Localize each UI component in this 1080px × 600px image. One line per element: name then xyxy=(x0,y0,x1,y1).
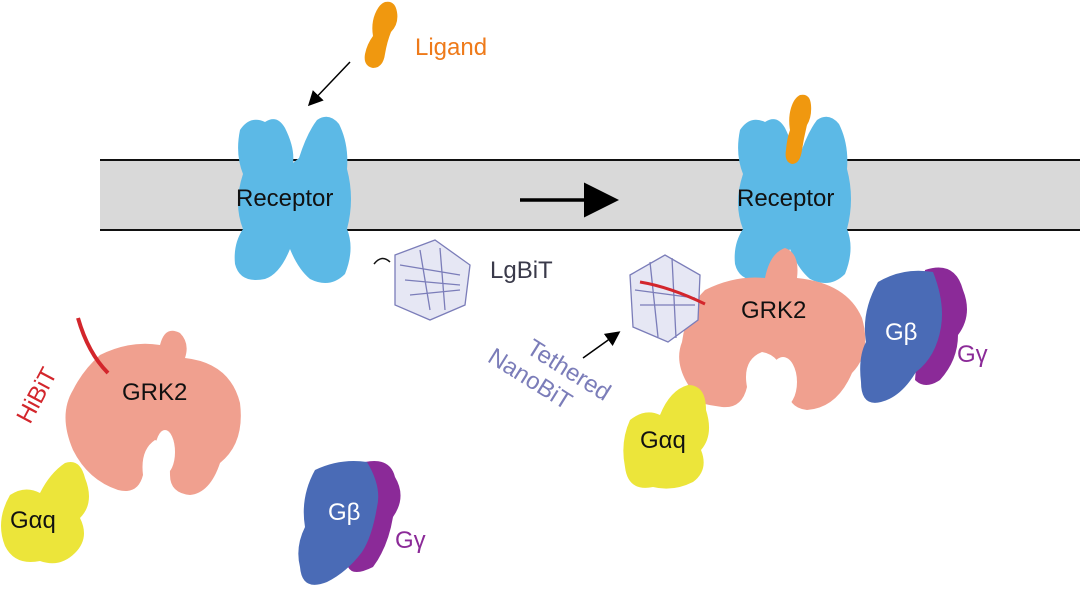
grk2-left-shape xyxy=(65,330,241,495)
grk2-left-label: GRK2 xyxy=(122,379,187,406)
grk2-right-label: GRK2 xyxy=(741,297,806,324)
ggamma-right-label: Gγ xyxy=(957,341,988,368)
galphaq-right-shape xyxy=(623,385,710,489)
ggamma-left-label: Gγ xyxy=(395,527,426,554)
gbeta-right-shape xyxy=(860,270,942,403)
galphaq-left-shape xyxy=(1,462,89,564)
galphaq-left-label: Gαq xyxy=(10,507,56,534)
tethered-nanobit-label: Tethered NanoBiT xyxy=(483,334,615,415)
ligand-label: Ligand xyxy=(415,34,487,61)
ligand-binding-arrow xyxy=(307,61,351,107)
ligand-shape xyxy=(364,1,398,68)
hibit-label: HiBiT xyxy=(11,363,63,428)
lgbit-protein-icon xyxy=(373,239,471,321)
gbeta-left-label: Gβ xyxy=(328,499,360,526)
ligand-bound-shape xyxy=(785,94,812,164)
gbeta-left-shape xyxy=(298,461,379,585)
receptor-left-shape xyxy=(234,116,351,283)
grk2-right-shape xyxy=(679,248,866,410)
gbeta-right-label: Gβ xyxy=(885,319,917,346)
hibit-peptide-icon xyxy=(76,317,110,375)
tethered-nanobit-arrow xyxy=(582,331,621,359)
receptor-right-shape xyxy=(734,116,851,283)
galphaq-right-label: Gαq xyxy=(640,427,686,454)
receptor-left-label: Receptor xyxy=(236,185,333,212)
receptor-right-label: Receptor xyxy=(737,185,834,212)
tethered-nanobit-protein-icon xyxy=(629,254,706,343)
lgbit-label: LgBiT xyxy=(490,257,553,284)
